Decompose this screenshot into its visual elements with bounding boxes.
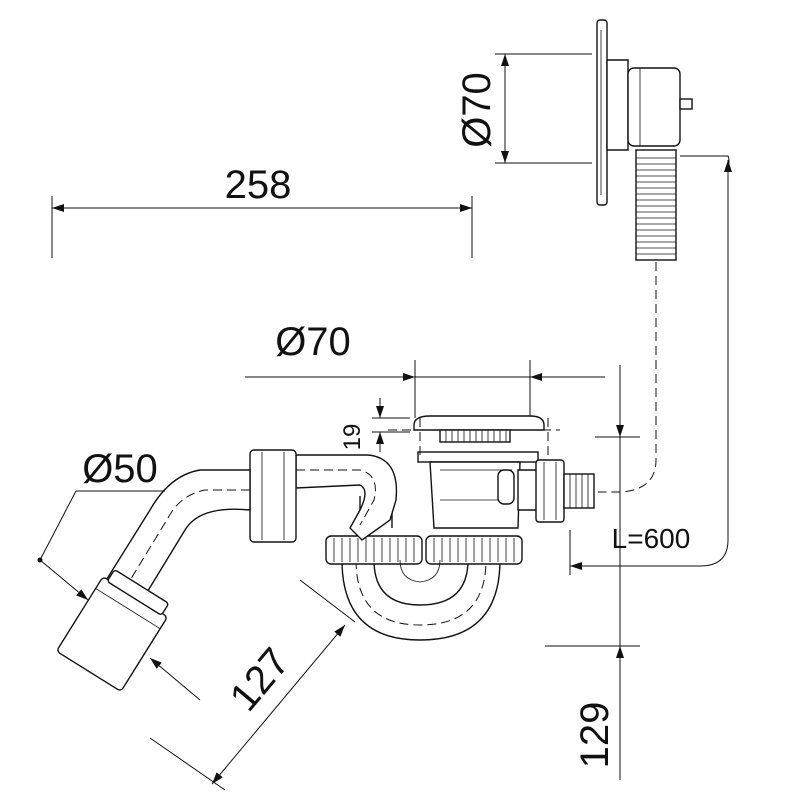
hose-length-label: L=600	[612, 523, 691, 554]
dimension-hose-length: L=600	[569, 155, 732, 575]
dimension-trap-height: 129	[545, 365, 640, 780]
dimension-outlet-offset: 127	[149, 579, 356, 791]
hose-connector	[563, 473, 595, 509]
hose-nut	[535, 459, 565, 523]
trap-u-bend	[341, 559, 501, 641]
outlet-socket	[57, 569, 169, 691]
overflow-rosette	[596, 19, 693, 206]
outlet-elbow	[295, 454, 398, 541]
overall-length-label: 258	[225, 163, 292, 207]
dimension-rosette-diameter: Ø70	[455, 53, 592, 164]
plug-height-label: 19	[339, 424, 366, 451]
plug-diameter-label: Ø70	[275, 320, 351, 364]
rosette-diameter-label: Ø70	[455, 72, 499, 148]
hose-hidden-line	[598, 262, 657, 493]
rosette-body	[606, 59, 629, 151]
dimension-overall-length: 258	[51, 163, 473, 258]
outlet-diameter-label: Ø50	[82, 447, 158, 491]
dimension-outlet-diameter: Ø50	[37, 447, 201, 701]
dimension-plug-diameter: Ø70	[245, 320, 605, 418]
plug-cap	[413, 415, 545, 431]
overflow-housing	[627, 67, 681, 147]
rosette-plate	[596, 19, 608, 206]
corrugated-hose	[598, 149, 677, 493]
rosette-stud	[679, 98, 693, 110]
dimension-plug-height: 19	[339, 398, 410, 452]
outlet-offset-label: 127	[222, 640, 299, 719]
trap-height-label: 129	[573, 702, 617, 769]
waste-plug-assembly	[388, 415, 595, 529]
outlet-pipe	[57, 449, 398, 691]
outlet-nut	[249, 449, 297, 543]
